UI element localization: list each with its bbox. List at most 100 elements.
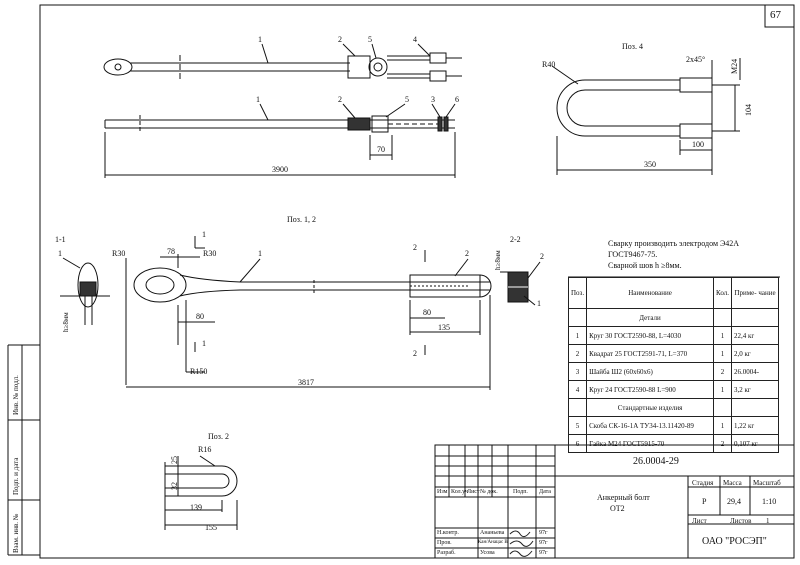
dim-70: 70 (377, 145, 385, 154)
margin-sign-label: Подп. и дата (12, 457, 20, 495)
pos4-m24: M24 (730, 58, 739, 74)
spec-cell-qty: 1 (713, 344, 732, 363)
pos2-dim-139: 139 (190, 503, 202, 512)
scale-header: Масштаб (753, 479, 781, 487)
note-line-2: ГОСТ9467-75. (608, 250, 658, 259)
side-view-assembly (104, 103, 456, 178)
spec-section-details: Детали (586, 308, 715, 327)
section-2-2 (500, 261, 541, 306)
spec-cell-name: Шайба Ш2 (60х60х6) (586, 362, 715, 381)
date-3: 97г (539, 550, 548, 556)
spec-section-row: Детали (567, 308, 779, 327)
cut-mark-2-top: 2 (413, 243, 417, 252)
spec-header-note: Приме- чание (731, 277, 779, 309)
spec-cell-note: 1,22 кг (731, 416, 779, 435)
section-1-1 (60, 257, 110, 325)
spec-header-qty: Кол. (713, 277, 732, 309)
dim-r150: R150 (190, 367, 208, 376)
pos12-leader-2: 2 (465, 249, 469, 258)
note-line-3: Сварной шов h ≥8мм. (608, 261, 682, 270)
spec-cell-name: Круг 30 ГОСТ2590-88, L=4030 (586, 326, 715, 345)
table-row: 2 Квадрат 25 ГОСТ2591-71, L=370 1 2,0 кг (567, 344, 779, 363)
mid-pos-label-5: 5 (405, 95, 409, 104)
table-row: 3 Шайба Ш2 (60х60х6) 2 26.0004- (567, 362, 779, 381)
pos4-r40: R40 (542, 60, 556, 69)
spec-cell-pos: 3 (567, 362, 588, 381)
top-view-assembly (103, 43, 462, 82)
sec22-leader-2: 2 (540, 252, 544, 261)
mass-value: 29,4 (727, 497, 741, 506)
spec-cell-pos: 5 (567, 416, 588, 435)
cut-mark-2-bottom: 2 (413, 349, 417, 358)
col-izm: Изм (437, 489, 448, 495)
spec-cell-qty: 1 (713, 326, 732, 345)
page-number-box (764, 4, 795, 28)
dim-3817: 3817 (298, 378, 314, 387)
pos4-104: 104 (744, 104, 753, 116)
spec-header-pos: Поз. (567, 277, 588, 309)
sheet-frame (39, 4, 795, 559)
pos4-350: 350 (644, 160, 656, 169)
col-doc: № док. (480, 489, 498, 495)
title-block-frame (434, 444, 795, 559)
pos2-title: Поз. 2 (208, 432, 229, 441)
dim-135: 135 (438, 323, 450, 332)
weld-note-11: h≥8мм (62, 312, 70, 332)
spec-cell-pos: 6 (567, 434, 588, 453)
pos4-100: 100 (692, 140, 704, 149)
spec-cell-qty: 1 (713, 380, 732, 399)
sec11-leader-1: 1 (58, 249, 62, 258)
signatures (509, 530, 534, 557)
note-line-1: Сварку производить электродом Э42А (608, 239, 740, 248)
sec22-leader-1: 1 (537, 299, 541, 308)
dim-78: 78 (167, 247, 175, 256)
product-name-1: Анкерный болт (597, 493, 650, 502)
dim-80-right: 80 (423, 308, 431, 317)
spec-cell-note: 26.0004- (731, 362, 779, 381)
product-name-2: ОТ2 (610, 504, 625, 513)
pos12-main-view (125, 236, 492, 390)
pos2-dim-25: 25 (170, 456, 179, 464)
organization: ОАО "РОСЭП" (702, 536, 767, 547)
mass-header: Масса (723, 479, 742, 487)
spec-header-row: Поз. Наименование Кол. Приме- чание (567, 277, 779, 309)
stage-value: Р (702, 497, 707, 506)
spec-cell-qty: 2 (713, 434, 732, 453)
table-row: 6 Гайка М24 ГОСТ5915-70 2 0,107 кг (567, 434, 779, 453)
mid-pos-label-1: 1 (256, 95, 260, 104)
col-kol: Кол.уч (451, 489, 469, 495)
pos2-dim-32: 32 (170, 482, 179, 490)
spec-section-standard: Стандартные изделия (586, 398, 715, 417)
table-row: 1 Круг 30 ГОСТ2590-88, L=4030 1 22,4 кг (567, 326, 779, 345)
spec-cell-pos: 4 (567, 380, 588, 399)
spec-cell-note: 22,4 кг (731, 326, 779, 345)
pos4-u-bolt-view (551, 58, 741, 175)
section-22-title: 2-2 (510, 235, 521, 244)
col-sign: Подп. (513, 489, 528, 495)
section-11-title: 1-1 (55, 235, 66, 244)
role-razrab: Разраб. (437, 550, 456, 556)
date-2: 97г (539, 540, 548, 546)
spec-cell-name: Скоба СК-16-1А ТУ34-13.11420-89 (586, 416, 715, 435)
spec-section-row: Стандартные изделия (567, 398, 779, 417)
pos2-r16: R16 (198, 445, 212, 454)
specification-table: Поз. Наименование Кол. Приме- чание Дета… (567, 277, 779, 453)
top-pos-label-4: 4 (413, 35, 417, 44)
top-pos-label-2: 2 (338, 35, 342, 44)
pos12-title: Поз. 1, 2 (287, 215, 316, 224)
col-list: Лист (467, 489, 480, 495)
spec-cell-note: 0,107 кг (731, 434, 779, 453)
cut-mark-1-top: 1 (202, 230, 206, 239)
sheets-count: 1 (766, 517, 770, 525)
dim-r30-right: R30 (203, 249, 217, 258)
spec-cell-qty: 2 (713, 362, 732, 381)
spec-cell-pos: 2 (567, 344, 588, 363)
spec-cell-pos: 1 (567, 326, 588, 345)
sheets-label: Листов (730, 517, 752, 525)
cut-mark-1-bottom: 1 (202, 339, 206, 348)
date-1: 97г (539, 530, 548, 536)
role-nkontr: Н.контр. (437, 530, 459, 536)
dim-3900: 3900 (272, 165, 288, 174)
pos4-chamfer: 2х45° (686, 55, 706, 64)
sheet-label: Лист (692, 517, 707, 525)
